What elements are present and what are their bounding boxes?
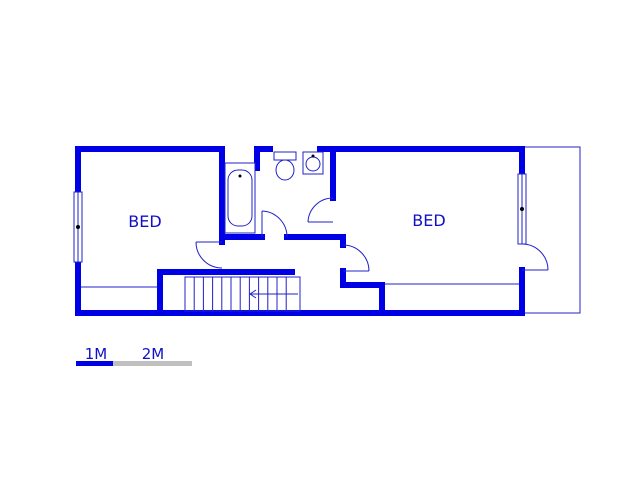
- door-right-bedroom: [342, 244, 370, 272]
- scale-segment-1: [76, 361, 113, 366]
- landing-wall: [340, 268, 385, 316]
- scale-label-1m: 1M: [85, 345, 108, 363]
- right-bedroom-label: BED: [412, 211, 445, 230]
- scale-segment-2: [113, 361, 192, 366]
- window-left: [73, 191, 83, 263]
- bathroom-bottom-wall: [284, 234, 346, 248]
- door-bathroom: [261, 210, 288, 238]
- left-bedroom-label: BED: [128, 212, 161, 231]
- balcony-outline: [522, 146, 581, 314]
- door-left-bedroom: [195, 241, 223, 269]
- scale-label-2m: 2M: [142, 345, 165, 363]
- scale-bar: 1M 2M: [76, 345, 192, 366]
- outer-wall-left: [75, 146, 525, 316]
- bathtub-icon: [224, 162, 256, 234]
- door-balcony: [521, 243, 549, 271]
- window-right: [517, 173, 527, 245]
- cupboard-lines: [80, 283, 520, 288]
- door-bathroom-side: [307, 197, 334, 223]
- basin-icon: [302, 151, 324, 175]
- staircase: [184, 276, 301, 312]
- stair-arrow-icon: [249, 289, 257, 299]
- stair-wall: [157, 269, 295, 316]
- toilet-icon: [273, 151, 297, 181]
